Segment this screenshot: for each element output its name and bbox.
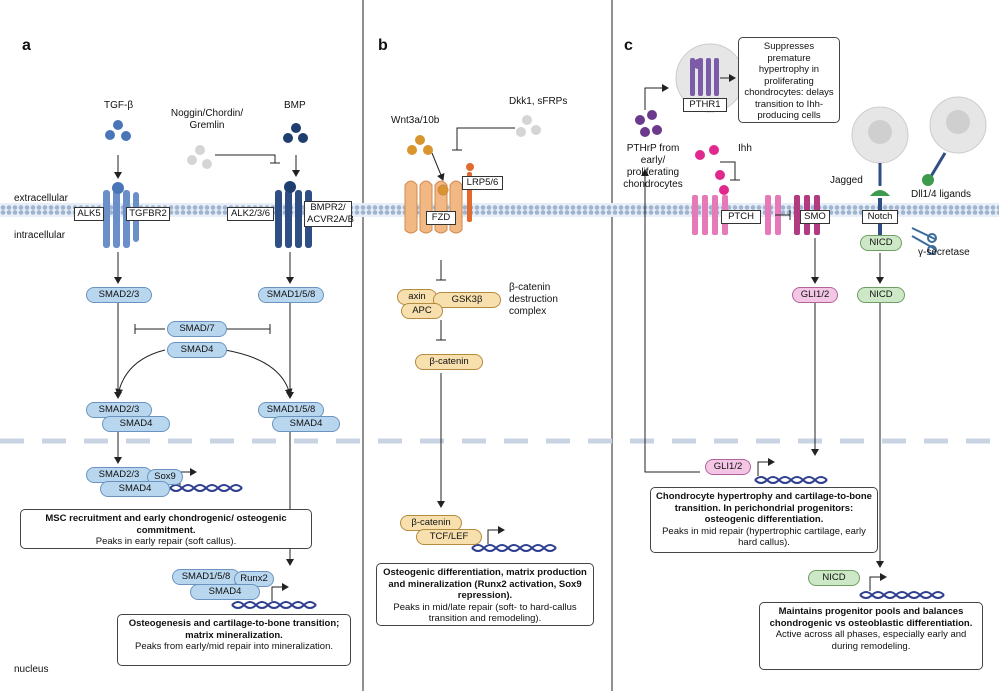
ihh-ligand-icon [695,145,729,195]
outcome-c2-box: Maintains progenitor pools and balances … [759,602,983,670]
wnt-label: Wnt3a/10b [391,115,440,126]
antagonist-label: Noggin/Chordin/ Gremlin [170,108,244,131]
panel-b-letter: b [378,37,388,54]
smad4-pill: SMAD4 [102,416,170,432]
notch-box: Notch [862,210,898,224]
outcome-c1-box: Chondrocyte hypertrophy and cartilage-to… [650,487,878,553]
nucleus-label: nucleus [14,664,49,675]
destruction-complex-label: β-catenin destruction complex [509,282,558,317]
outcome-b-text: Peaks in mid/late repair (soft- to hard-… [393,601,577,625]
outcome-b-title: Osteogenic differentiation, matrix produ… [383,567,587,601]
outcome-a2-text: Peaks from early/mid repair into mineral… [135,641,333,652]
dkk-label: Dkk1, sFRPs [509,96,568,107]
smad7-pill: SMAD/7 [167,321,227,337]
notch-cell-icon [851,106,909,164]
pthrp-label: PTHrP from early/ proliferating chondroc… [623,143,683,190]
smad4-pill: SMAD4 [167,342,227,358]
ptch-box: PTCH [721,210,761,224]
jagged-label: Jagged [830,175,863,186]
dna-icon [471,544,557,552]
alk5-box: ALK5 [74,207,104,221]
smad158-pill: SMAD1/5/8 [258,287,324,303]
tgfbr2-box: TGFBR2 [126,207,170,221]
dll-ligand-icon [922,174,934,186]
pthr1-receptor-icon [690,58,719,96]
bmp-label: BMP [284,100,306,111]
smo-box: SMO [800,210,830,224]
dkk-icon [516,115,541,137]
beta-catenin-pill: β-catenin [415,354,483,370]
dna-icon [169,484,243,492]
dll-label: Dll1/4 ligands [911,189,972,200]
panel-c-letter: c [624,37,633,54]
outcome-c1-text: Peaks in mid repair (hypertrophic cartil… [662,525,866,549]
pthr1-box: PTHR1 [683,98,727,112]
outcome-a2-box: Osteogenesis and cartilage-to-bone trans… [117,614,351,666]
extracellular-label: extracellular [14,193,68,204]
nicd-nuclear-pill: NICD [808,570,860,586]
fzd-box: FZD [426,211,456,225]
ihh-label: Ihh [738,143,752,154]
gsk3b-pill: GSK3β [433,292,501,308]
apc-pill: APC [401,303,443,319]
pthr1-note-text: Suppresses premature hypertrophy in prol… [744,41,834,121]
antagonist-icon [187,145,212,169]
outcome-c1-title: Chondrocyte hypertrophy and cartilage-to… [656,491,872,525]
tgf-ligand-icon [105,120,131,141]
dna-icon [754,476,828,484]
smad4-pill: SMAD4 [272,416,340,432]
wnt-ligand-icon [407,135,433,155]
smad4-pill: SMAD4 [190,584,260,600]
lrp-box: LRP5/6 [462,176,503,190]
tcf-lef-pill: TCF/LEF [416,529,482,545]
bmp-ligand-icon [283,123,308,143]
smad4-pill: SMAD4 [100,481,170,497]
outcome-b-box: Osteogenic differentiation, matrix produ… [376,563,594,626]
outcome-a1-text: Peaks in early repair (soft callus). [95,536,237,547]
dna-icon [859,591,945,599]
dna-icon [231,601,317,609]
panel-a-letter: a [22,37,31,54]
outcome-a1-box: MSC recruitment and early chondrogenic/ … [20,509,312,549]
nicd-pill: NICD [860,235,902,251]
gamma-secretase-label: γ-secretase [918,247,970,258]
pthr1-note-box: Suppresses premature hypertrophy in prol… [738,37,840,123]
gli-nuclear-pill: GLI1/2 [705,459,751,475]
nicd-pill: NICD [857,287,905,303]
delta-cell-icon [929,96,987,154]
scissors-icon [911,227,937,255]
outcome-a1-title: MSC recruitment and early chondrogenic/ … [45,513,287,536]
intracellular-label: intracellular [14,230,66,241]
gli-pill: GLI1/2 [792,287,838,303]
pthrp-icon [635,110,662,137]
alk236-box: ALK2/3/6 [227,207,274,221]
outcome-c2-text: Active across all phases, especially ear… [775,629,967,652]
tgf-label: TGF-β [104,100,134,111]
outcome-a2-title: Osteogenesis and cartilage-to-bone trans… [128,618,340,641]
smad23-pill: SMAD2/3 [86,287,152,303]
bmpr2-box: BMPR2/ ACVR2A/B [304,201,354,227]
outcome-c2-title: Maintains progenitor pools and balances … [769,606,973,629]
smad158-complex-pill: SMAD1/5/8 [172,569,240,585]
